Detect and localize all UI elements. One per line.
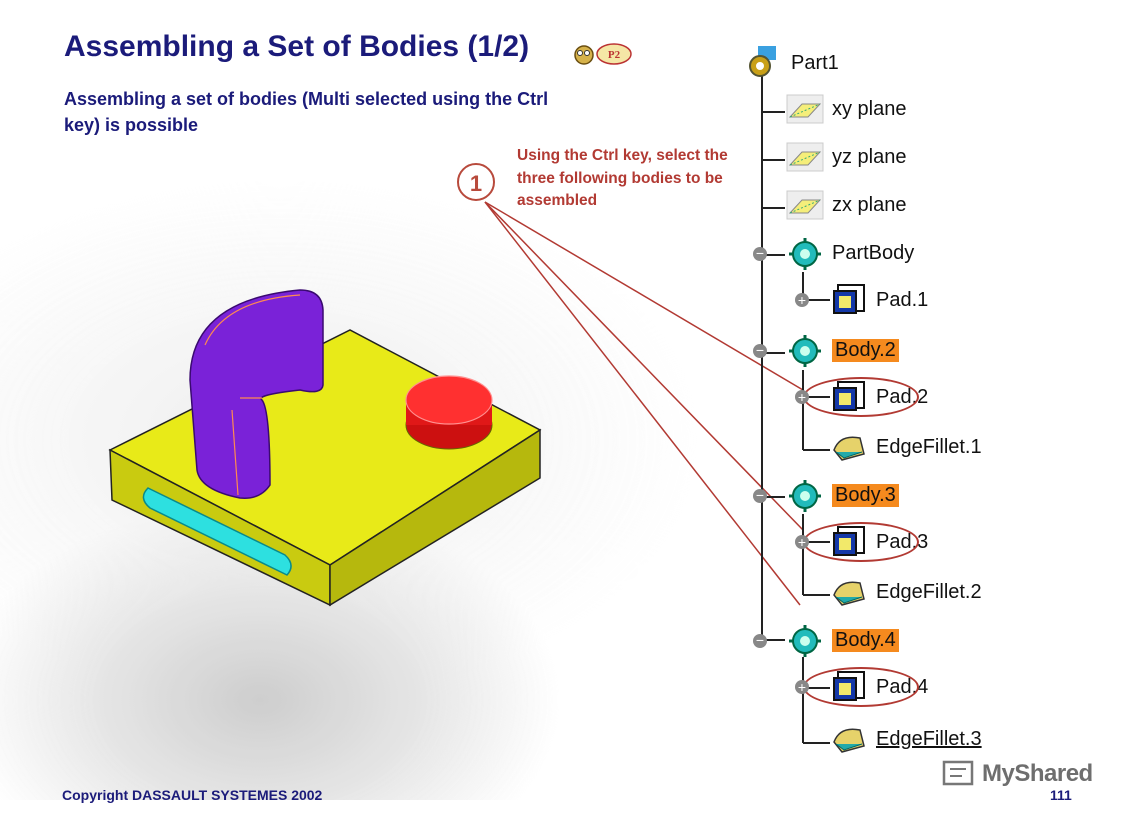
instruction-text: Using the Ctrl key, select the three fol… [517,147,728,209]
body-gear-icon [786,236,824,277]
slide-title: Assembling a Set of Bodies (1/2) [64,30,530,63]
tree-node-label: Body.4 [832,629,899,652]
collapse-toggle-icon[interactable]: − [753,343,767,358]
step-number-badge: 1 [457,163,495,201]
plane-icon [786,140,824,179]
plane-icon [786,92,824,131]
collapse-toggle-icon[interactable]: − [753,633,767,648]
tree-node-label: xy plane [832,98,907,120]
watermark-logo-icon [942,760,974,786]
selection-ring [803,522,919,562]
edgefillet-icon [830,575,868,614]
pad-icon [830,283,868,322]
tree-node-label: Body.3 [832,484,899,507]
expand-toggle-icon[interactable]: + [795,680,809,694]
p2-badge-icon: P2 [574,43,632,65]
body-gear-icon [786,333,824,374]
body-gear-icon [786,478,824,519]
selection-ring [803,377,919,417]
page-number: 111 [1050,787,1072,803]
part-gear-icon [744,44,784,87]
expand-toggle-icon[interactable]: + [795,390,809,404]
edgefillet-icon [830,430,868,469]
tree-node-label: EdgeFillet.2 [876,581,982,603]
tree-node-label: yz plane [832,146,907,168]
tree-node-label: Pad.1 [876,289,929,311]
p2-badge-text: P2 [608,49,621,61]
watermark-text: MyShared [982,760,1093,787]
collapse-toggle-icon[interactable]: − [753,246,767,261]
tree-root-label: Part1 [791,52,839,74]
tree-node-label: Body.2 [832,339,899,362]
slide-subtitle: Assembling a set of bodies (Multi select… [64,89,549,135]
tree-node-label: EdgeFillet.3 [876,728,982,750]
body-gear-icon [786,623,824,664]
copyright: Copyright DASSAULT SYSTEMES 2002 [62,787,323,803]
plane-icon [786,188,824,227]
tree-node-label: zx plane [832,194,907,216]
tree-node-label: EdgeFillet.1 [876,436,982,458]
expand-toggle-icon[interactable]: + [795,293,809,307]
collapse-toggle-icon[interactable]: − [753,488,767,503]
selection-ring [803,667,919,707]
tree-node-label: PartBody [832,242,915,264]
edgefillet-icon [830,722,868,761]
expand-toggle-icon[interactable]: + [795,535,809,549]
